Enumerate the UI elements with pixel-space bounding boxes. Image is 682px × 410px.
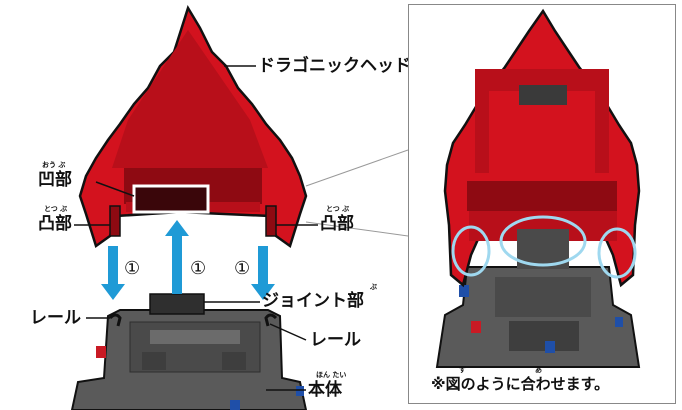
leader-lines xyxy=(74,65,318,391)
label-joint-part: ジョイント部 xyxy=(262,291,364,311)
label-main-body: 本体 xyxy=(308,380,342,400)
highlight-right-rail xyxy=(597,227,637,279)
rail-right-mark xyxy=(264,313,278,327)
label-convex-part-right: 凸部 xyxy=(320,214,354,234)
inset-body-figure xyxy=(435,266,641,368)
ruby-note-zu: ず xyxy=(459,366,466,374)
label-step-right: ① xyxy=(234,258,251,279)
inset-panel: ず あ ※図のように合わせます。 xyxy=(408,4,676,404)
callout-line-bottom xyxy=(305,221,409,237)
arrow-up-center xyxy=(165,220,189,294)
highlight-joint xyxy=(499,215,587,267)
joint-part-block xyxy=(149,293,205,315)
arrow-down-left xyxy=(101,246,125,300)
ruby-note-a: あ xyxy=(535,366,542,374)
label-rail-left: レール xyxy=(30,308,81,328)
highlight-left-rail xyxy=(451,225,491,277)
label-convex-part-left: 凸部 xyxy=(38,214,72,234)
ruby-convex-part-left: とつ ぶ xyxy=(44,205,68,213)
inset-head-figure xyxy=(443,8,641,288)
main-body-figure xyxy=(70,309,308,410)
arrow-down-right xyxy=(251,246,275,300)
inset-note: ※図のように合わせます。 xyxy=(431,375,610,393)
arrows xyxy=(101,220,275,300)
label-step-center: ① xyxy=(190,258,207,279)
label-rail-right: レール xyxy=(310,330,361,350)
ruby-main-body: ほん たい xyxy=(316,371,347,379)
inset-diagram xyxy=(435,8,641,368)
callout-line-top xyxy=(305,149,409,187)
ruby-concave-part: おう ぶ xyxy=(42,161,66,169)
concave-part-box xyxy=(132,184,210,214)
ruby-joint-part: ぶ xyxy=(370,283,377,291)
label-concave-part: 凹部 xyxy=(38,170,72,190)
rail-left-mark xyxy=(108,313,122,327)
label-step-left: ① xyxy=(124,258,141,279)
label-dragonic-head: ドラゴニックヘッド xyxy=(258,56,411,76)
ruby-convex-part-right: とつ ぶ xyxy=(326,205,350,213)
